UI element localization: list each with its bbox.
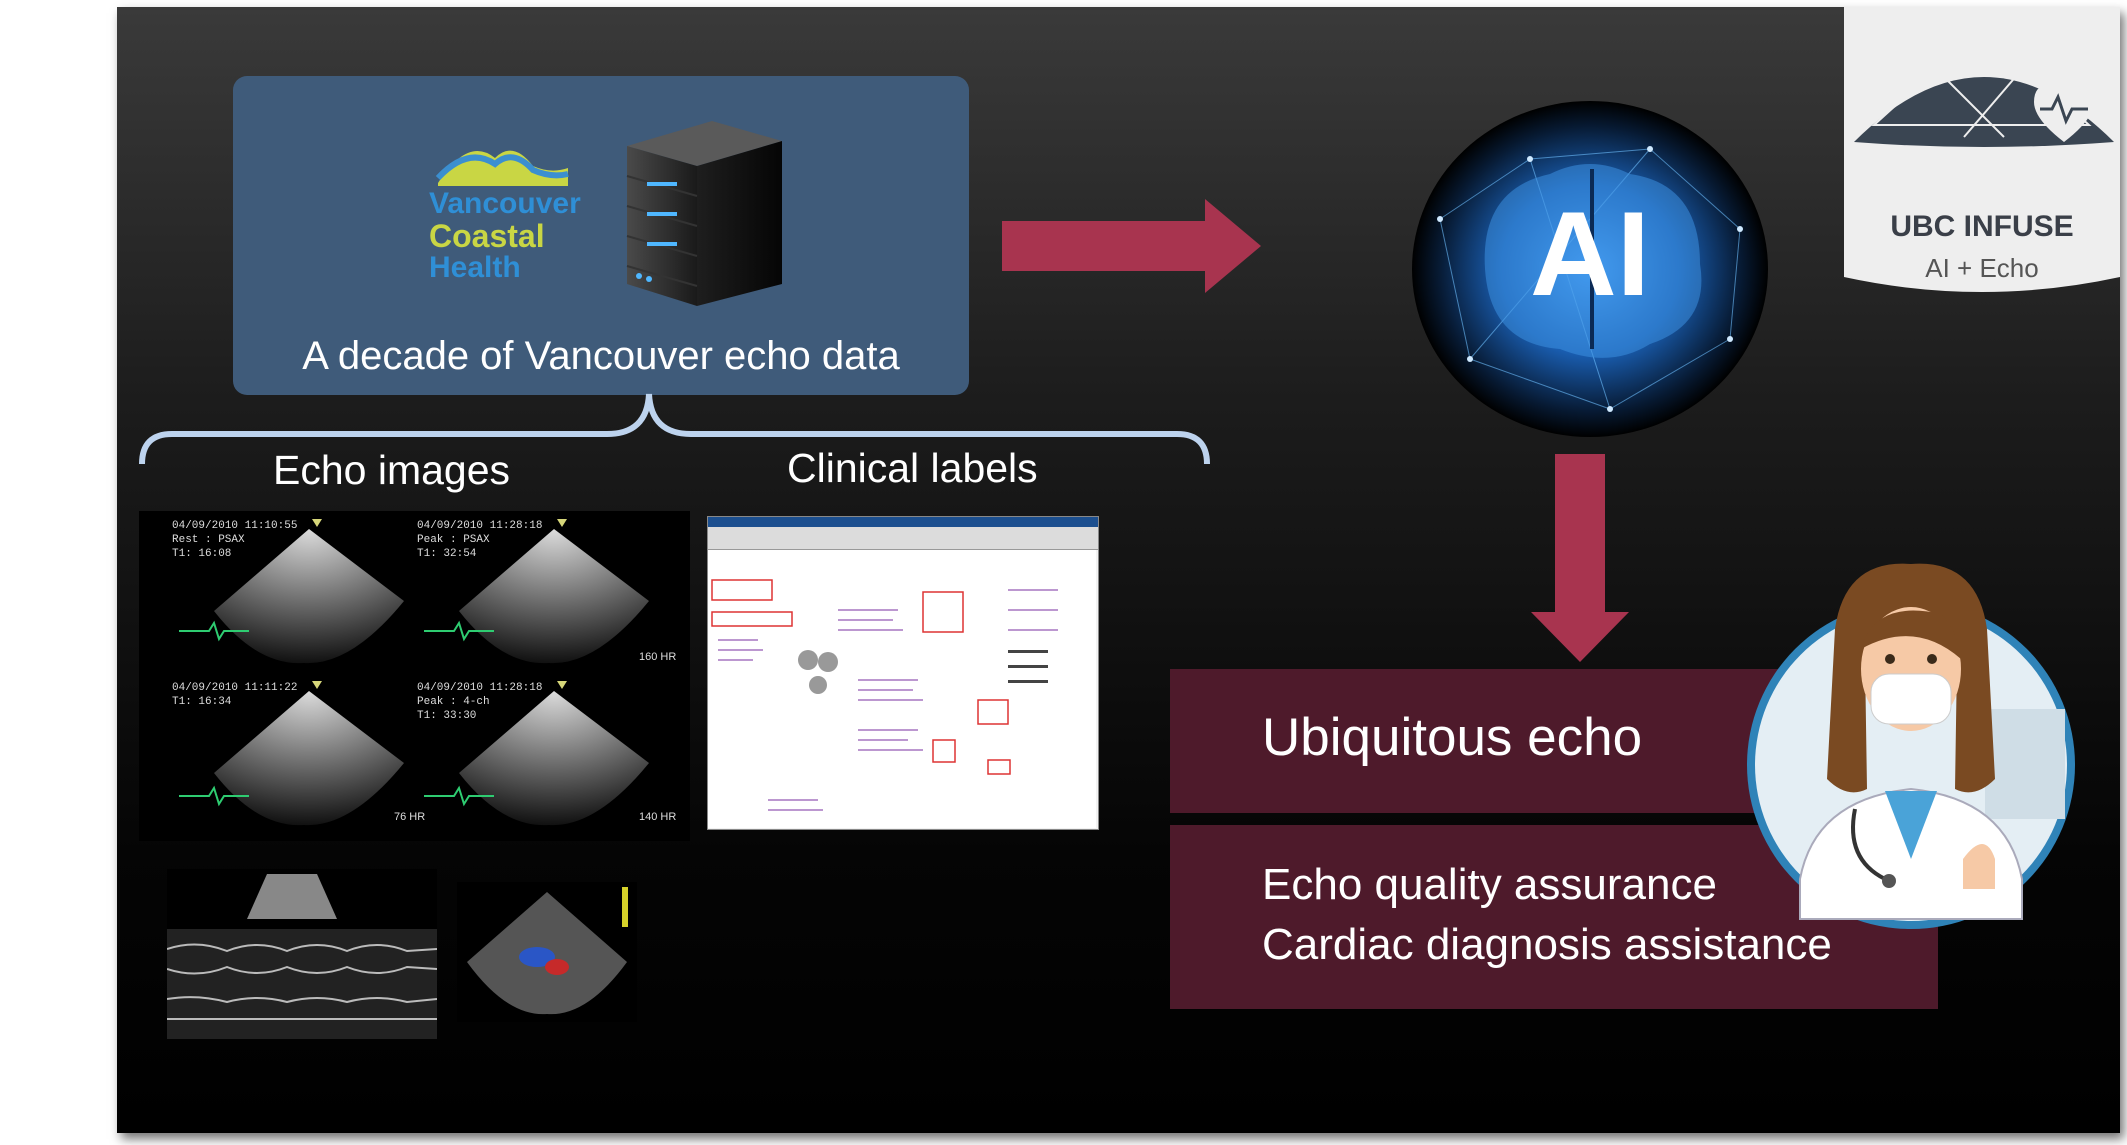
echo-2-mode: Peak : PSAX xyxy=(417,534,490,546)
clinical-labels-label: Clinical labels xyxy=(787,445,1038,491)
echo-3-t1: T1: 16:34 xyxy=(172,696,232,708)
logo-subtitle: AI + Echo xyxy=(1925,253,2039,283)
doppler-image xyxy=(457,882,637,1022)
echo-2-t1: T1: 32:54 xyxy=(417,548,477,560)
echo-3-stamp: 04/09/2010 11:11:22 xyxy=(172,682,298,694)
form-titlebar xyxy=(708,517,1098,527)
color-doppler-icon xyxy=(467,887,628,1015)
ubiquitous-echo-title: Ubiquitous echo xyxy=(1262,708,1643,767)
ai-brain-icon xyxy=(1412,101,1768,437)
echo-panel-4-text: 04/09/2010 11:28:18 Peak : 4-ch T1: 33:3… xyxy=(417,681,542,723)
form-fields-icon xyxy=(708,550,1096,828)
echo-2-hr: 160 HR xyxy=(639,651,677,663)
mmode-image xyxy=(166,869,438,1039)
echo-4-hr: 140 HR xyxy=(639,811,677,823)
arrow-down-shaft xyxy=(1555,454,1605,614)
vch-logo-line1: Vancouver xyxy=(429,187,581,220)
vch-logo-line3: Health xyxy=(429,251,521,284)
application-item-1: Echo quality assurance xyxy=(1262,860,1717,909)
logo-badge-icon xyxy=(1844,7,2120,292)
curly-brace xyxy=(139,393,1210,465)
slide: Vancouver Coastal Health A decade of Van… xyxy=(117,7,2120,1133)
echo-images-label: Echo images xyxy=(273,447,511,493)
ubc-infuse-logo: UBC INFUSE AI + Echo xyxy=(1844,7,2120,307)
echo-4-t1: T1: 33:30 xyxy=(417,710,477,722)
data-card-caption: A decade of Vancouver echo data xyxy=(302,334,900,378)
vch-logo-line2: Coastal xyxy=(429,218,545,254)
form-toolbar xyxy=(708,527,1098,550)
echo-2-stamp: 04/09/2010 11:28:18 xyxy=(417,520,543,532)
echo-4-mode: Peak : 4-ch xyxy=(417,696,490,708)
echo-ultrasound-icon xyxy=(179,519,649,826)
echo-1-t1: T1: 16:08 xyxy=(172,548,232,560)
application-item-2: Cardiac diagnosis assistance xyxy=(1262,920,1832,969)
arrow-right-icon xyxy=(1205,199,1261,293)
vch-logo: Vancouver Coastal Health xyxy=(429,187,581,284)
logo-title: UBC INFUSE xyxy=(1890,210,2074,243)
doctor-avatar-icon xyxy=(1747,563,2075,929)
echo-panel-1-text: 04/09/2010 11:10:55 Rest : PSAX T1: 16:0… xyxy=(172,519,297,561)
echo-1-stamp: 04/09/2010 11:10:55 xyxy=(172,520,298,532)
clinical-labels-form xyxy=(707,516,1099,830)
data-source-card: Vancouver Coastal Health A decade of Van… xyxy=(233,76,969,395)
echo-4-stamp: 04/09/2010 11:28:18 xyxy=(417,682,543,694)
echo-1-mode: Rest : PSAX xyxy=(172,534,245,546)
echo-panel-3-text: 04/09/2010 11:11:22 T1: 16:34 xyxy=(172,681,297,709)
ai-label: AI xyxy=(1530,187,1650,321)
server-icon xyxy=(626,121,782,306)
echo-3-hr: 76 HR xyxy=(394,811,426,823)
mountain-logo-icon xyxy=(435,150,569,186)
echo-panel-2-text: 04/09/2010 11:28:18 Peak : PSAX T1: 32:5… xyxy=(417,519,542,561)
mmode-trace-icon xyxy=(166,874,438,1039)
arrow-right-shaft xyxy=(1002,221,1207,271)
echo-images-panel: 04/09/2010 11:10:55 Rest : PSAX T1: 16:0… xyxy=(139,511,690,841)
arrow-down-icon xyxy=(1531,612,1629,662)
